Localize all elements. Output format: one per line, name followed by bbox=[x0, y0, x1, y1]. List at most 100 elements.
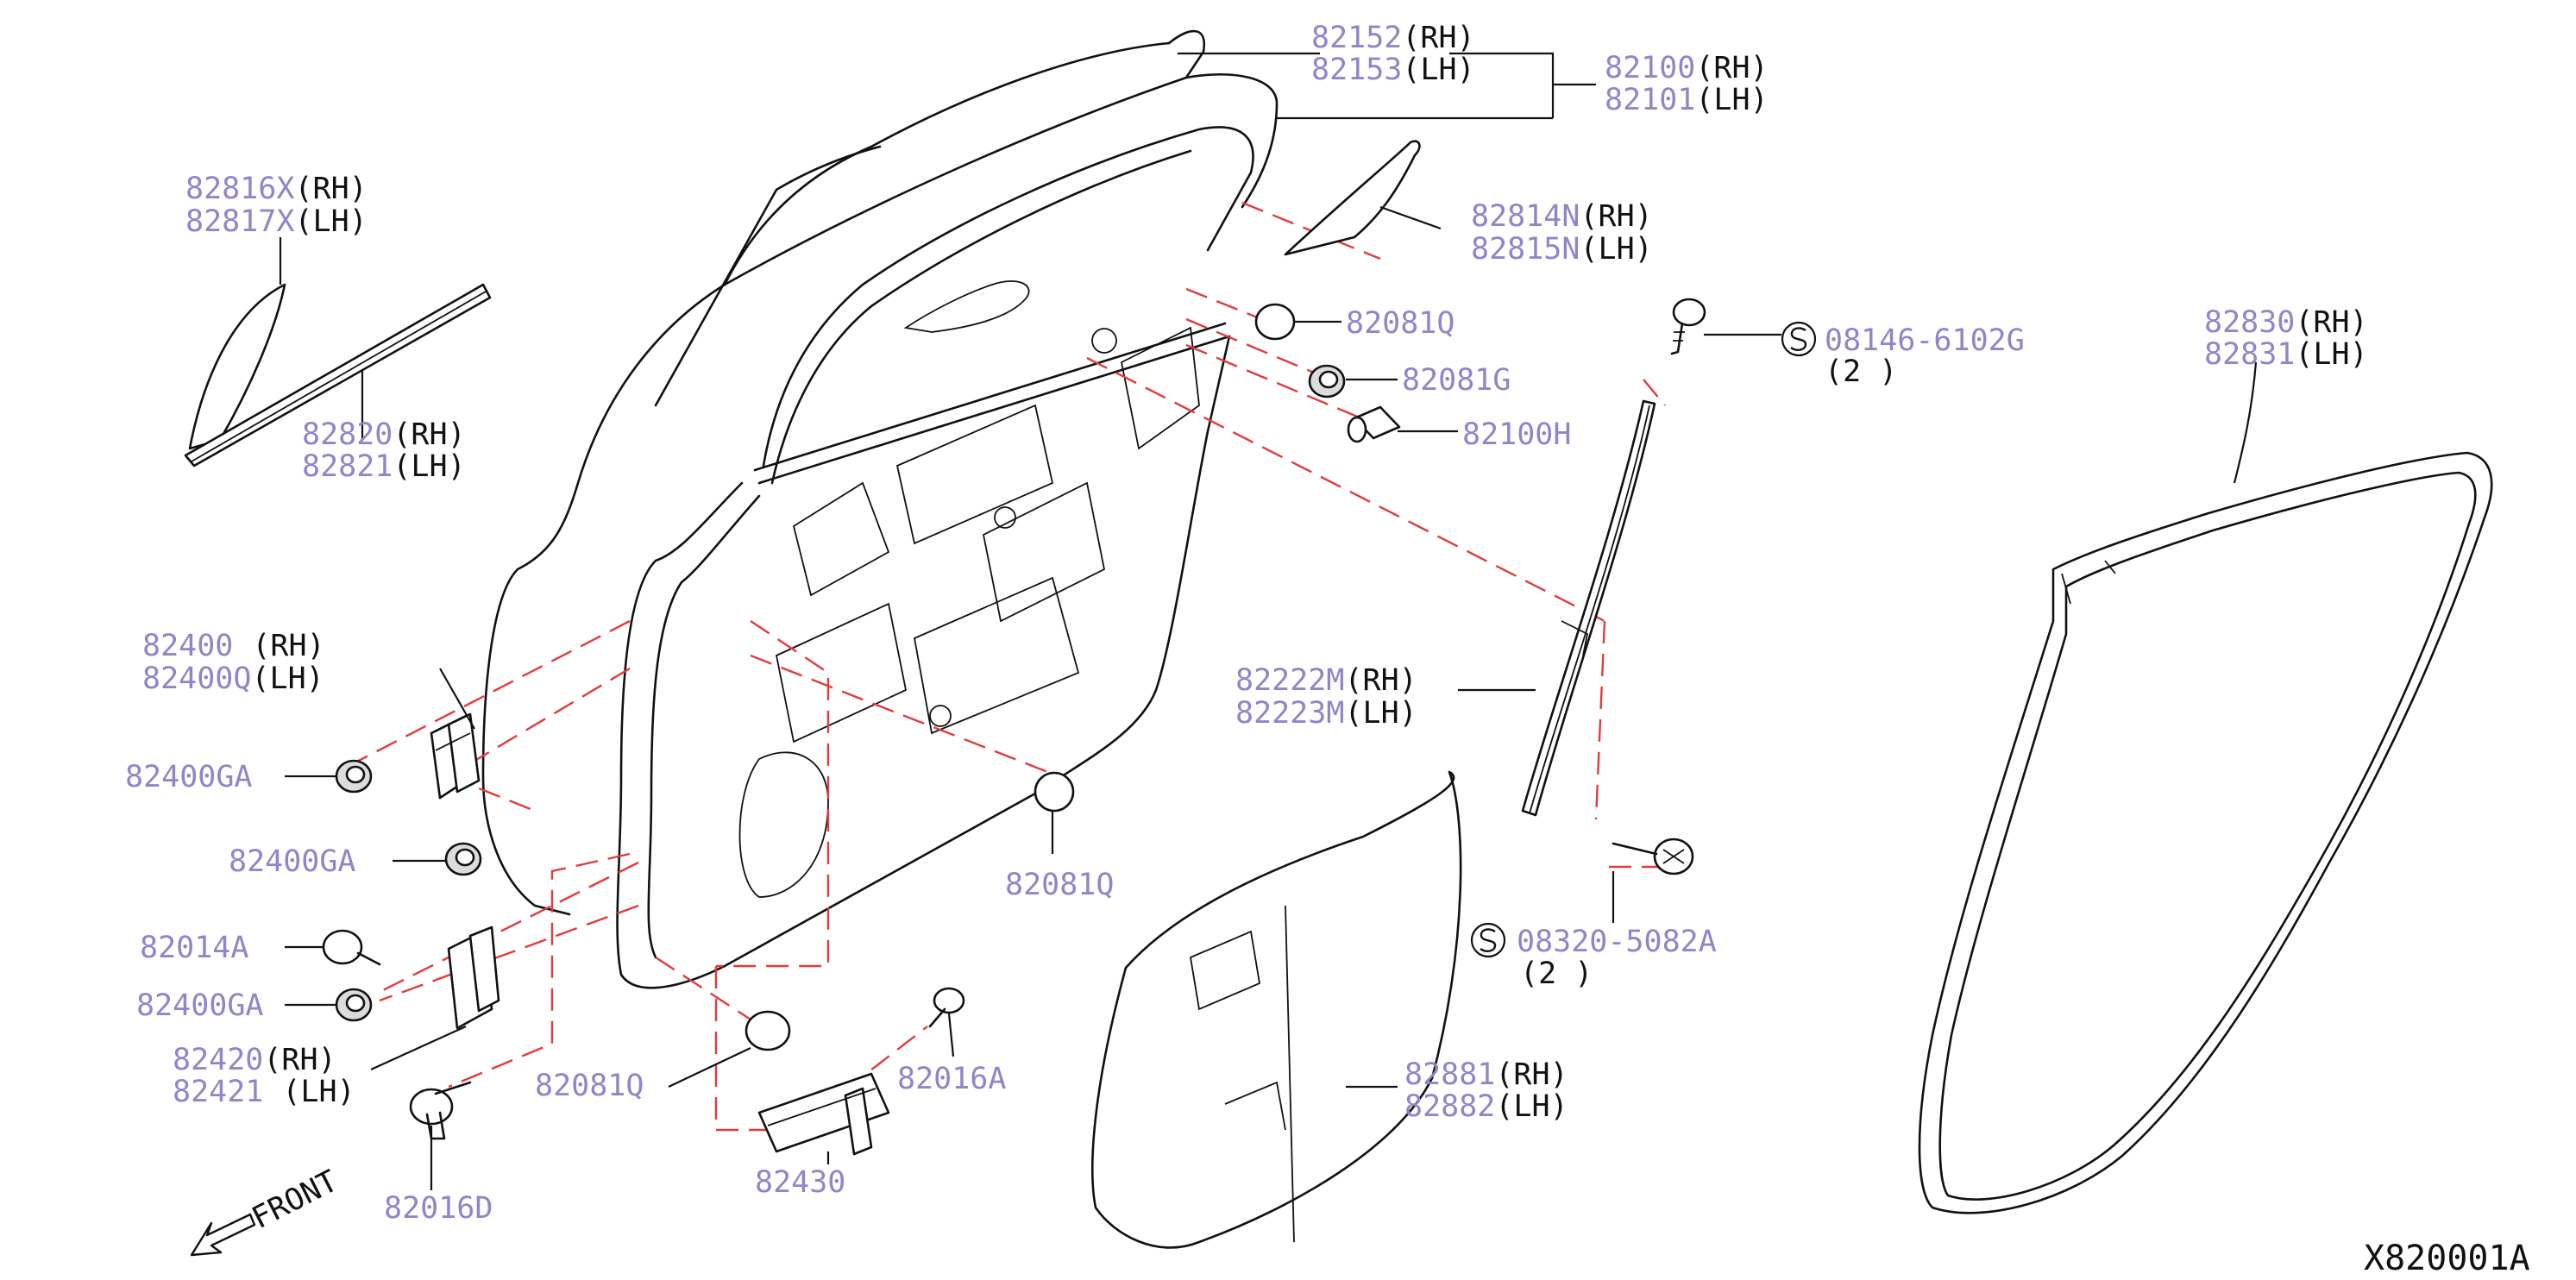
part-number: 82821 bbox=[302, 449, 393, 484]
nut-3-shape bbox=[335, 988, 373, 1022]
nut-1-shape bbox=[335, 759, 373, 794]
side-tag: (RH) bbox=[1495, 1057, 1568, 1092]
side-tag: (LH) bbox=[1580, 232, 1652, 267]
side-tag: (LH) bbox=[2295, 337, 2367, 372]
screw-channel-shape bbox=[1612, 838, 1694, 875]
svg-text:82100(RH): 82100(RH) bbox=[1605, 51, 1769, 85]
label-door-panel: 82100(RH) 82101(LH) bbox=[1605, 51, 1769, 117]
side-tag: (LH) bbox=[251, 662, 324, 696]
leader-lines bbox=[279, 52, 2258, 1190]
part-number: 82081Q bbox=[535, 1069, 644, 1103]
svg-text:82820(RH): 82820(RH) bbox=[302, 417, 466, 452]
svg-text:82223M(LH): 82223M(LH) bbox=[1235, 696, 1417, 731]
side-tag: (RH) bbox=[1580, 199, 1652, 234]
label-bolt-lower: 82016D bbox=[384, 1191, 493, 1226]
part-number: 82400GA bbox=[229, 844, 356, 879]
part-number: 82152 bbox=[1311, 21, 1402, 55]
side-tag: (RH) bbox=[2295, 305, 2367, 340]
side-tag: (LH) bbox=[282, 1075, 355, 1109]
bolt-check-shape bbox=[928, 987, 965, 1028]
part-number: 82421 bbox=[173, 1075, 263, 1109]
standard-part-glyph bbox=[1480, 928, 1497, 952]
plug-mid-shape bbox=[1034, 771, 1075, 813]
label-plug-mid: 82081Q bbox=[1005, 868, 1114, 902]
side-tag: (RH) bbox=[393, 417, 465, 452]
plug-lower-shape bbox=[745, 1010, 791, 1051]
part-number: 82816X bbox=[185, 172, 294, 206]
svg-text:82081Q: 82081Q bbox=[1346, 306, 1454, 341]
side-tag: (LH) bbox=[294, 204, 367, 239]
side-tag: (LH) bbox=[1695, 83, 1768, 117]
part-number: 82400GA bbox=[125, 760, 253, 794]
part-number: 82101 bbox=[1605, 83, 1695, 117]
part-number: 82081G bbox=[1402, 363, 1511, 398]
part-number: 82014A bbox=[140, 931, 248, 965]
side-tag: (RH) bbox=[294, 172, 367, 206]
standard-part-symbol bbox=[1781, 321, 1817, 357]
svg-text:82430: 82430 bbox=[755, 1165, 845, 1200]
reference-lines bbox=[344, 201, 1669, 1132]
front-arrow-icon bbox=[190, 1213, 256, 1257]
bolt-lower-shape bbox=[409, 1081, 472, 1140]
svg-text:(2 ): (2 ) bbox=[1825, 355, 1897, 389]
svg-text:82153(LH): 82153(LH) bbox=[1311, 53, 1475, 87]
part-number: 82100 bbox=[1605, 51, 1695, 85]
part-number: 82016A bbox=[897, 1062, 1006, 1096]
label-nut-3: 82400GA bbox=[136, 988, 264, 1023]
svg-text:82016D: 82016D bbox=[384, 1191, 493, 1226]
part-number: 82881 bbox=[1404, 1057, 1495, 1092]
part-number: 82817X bbox=[185, 204, 294, 239]
front-indicator: FRONT bbox=[190, 1164, 343, 1257]
side-tag: (RH) bbox=[1402, 21, 1474, 55]
label-seal: 82830(RH) 82831(LH) bbox=[2204, 305, 2368, 372]
svg-text:82815N(LH): 82815N(LH) bbox=[1471, 232, 1653, 267]
label-door-sash: 82152(RH) 82153(LH) bbox=[1311, 21, 1475, 87]
part-number: 82400Q bbox=[142, 662, 251, 696]
part-number: 82081Q bbox=[1346, 306, 1454, 341]
side-tag: (RH) bbox=[1344, 663, 1417, 698]
side-tag: (LH) bbox=[393, 449, 465, 484]
label-bolt-1: 82014A bbox=[140, 931, 248, 965]
label-channel: 82222M(RH) 82223M(LH) bbox=[1235, 663, 1417, 731]
plug-top-shape bbox=[1254, 303, 1296, 341]
svg-text:82400GA: 82400GA bbox=[125, 760, 253, 794]
label-weatherstrip: 82820(RH) 82821(LH) bbox=[302, 417, 466, 484]
label-corner-cover: 82814N(RH) 82815N(LH) bbox=[1471, 199, 1653, 267]
label-screw-channel: 08320-5082A (2 ) bbox=[1470, 922, 1717, 991]
svg-text:82400Q(LH): 82400Q(LH) bbox=[142, 662, 324, 696]
part-number: 08146-6102G bbox=[1825, 323, 2025, 358]
standard-part-symbol bbox=[1470, 922, 1506, 958]
upper-hinge-shape bbox=[430, 712, 481, 800]
part-number: 82222M bbox=[1235, 663, 1344, 698]
label-screw-top: 08146-6102G (2 ) bbox=[1781, 321, 2025, 389]
svg-text:82400GA: 82400GA bbox=[229, 844, 356, 879]
svg-text:82817X(LH): 82817X(LH) bbox=[185, 204, 368, 239]
label-upper-hinge: 82400(RH) 82400Q(LH) bbox=[142, 629, 325, 696]
label-nut-1: 82400GA bbox=[125, 760, 253, 794]
svg-text:82100H: 82100H bbox=[1462, 417, 1571, 452]
side-tag: (LH) bbox=[1402, 53, 1474, 87]
part-number: 82820 bbox=[302, 417, 393, 452]
svg-text:82421(LH): 82421 (LH) bbox=[173, 1075, 355, 1109]
label-bumper: 82100H bbox=[1462, 417, 1571, 452]
part-number: 82430 bbox=[755, 1165, 845, 1200]
svg-text:82830(RH): 82830(RH) bbox=[2204, 305, 2368, 340]
svg-text:(2 ): (2 ) bbox=[1520, 957, 1593, 991]
part-number: 82100H bbox=[1462, 417, 1571, 452]
quantity: (2 ) bbox=[1825, 355, 1897, 389]
side-tag: (RH) bbox=[263, 1043, 336, 1077]
part-number: 82882 bbox=[1404, 1089, 1495, 1124]
label-bolt-check: 82016A bbox=[897, 1062, 1006, 1096]
label-plug-lower: 82081Q bbox=[535, 1069, 644, 1103]
label-plug-top: 82081Q bbox=[1346, 306, 1454, 341]
side-tag: (RH) bbox=[252, 629, 324, 663]
part-number: 82815N bbox=[1471, 232, 1580, 267]
svg-text:82814N(RH): 82814N(RH) bbox=[1471, 199, 1653, 234]
screw-top-shape bbox=[1670, 298, 1706, 355]
part-number: 82400GA bbox=[136, 988, 264, 1023]
svg-text:82081G: 82081G bbox=[1402, 363, 1511, 398]
svg-text:82014A: 82014A bbox=[140, 931, 248, 965]
svg-text:82831(LH): 82831(LH) bbox=[2204, 337, 2368, 372]
part-number: 82016D bbox=[384, 1191, 493, 1226]
